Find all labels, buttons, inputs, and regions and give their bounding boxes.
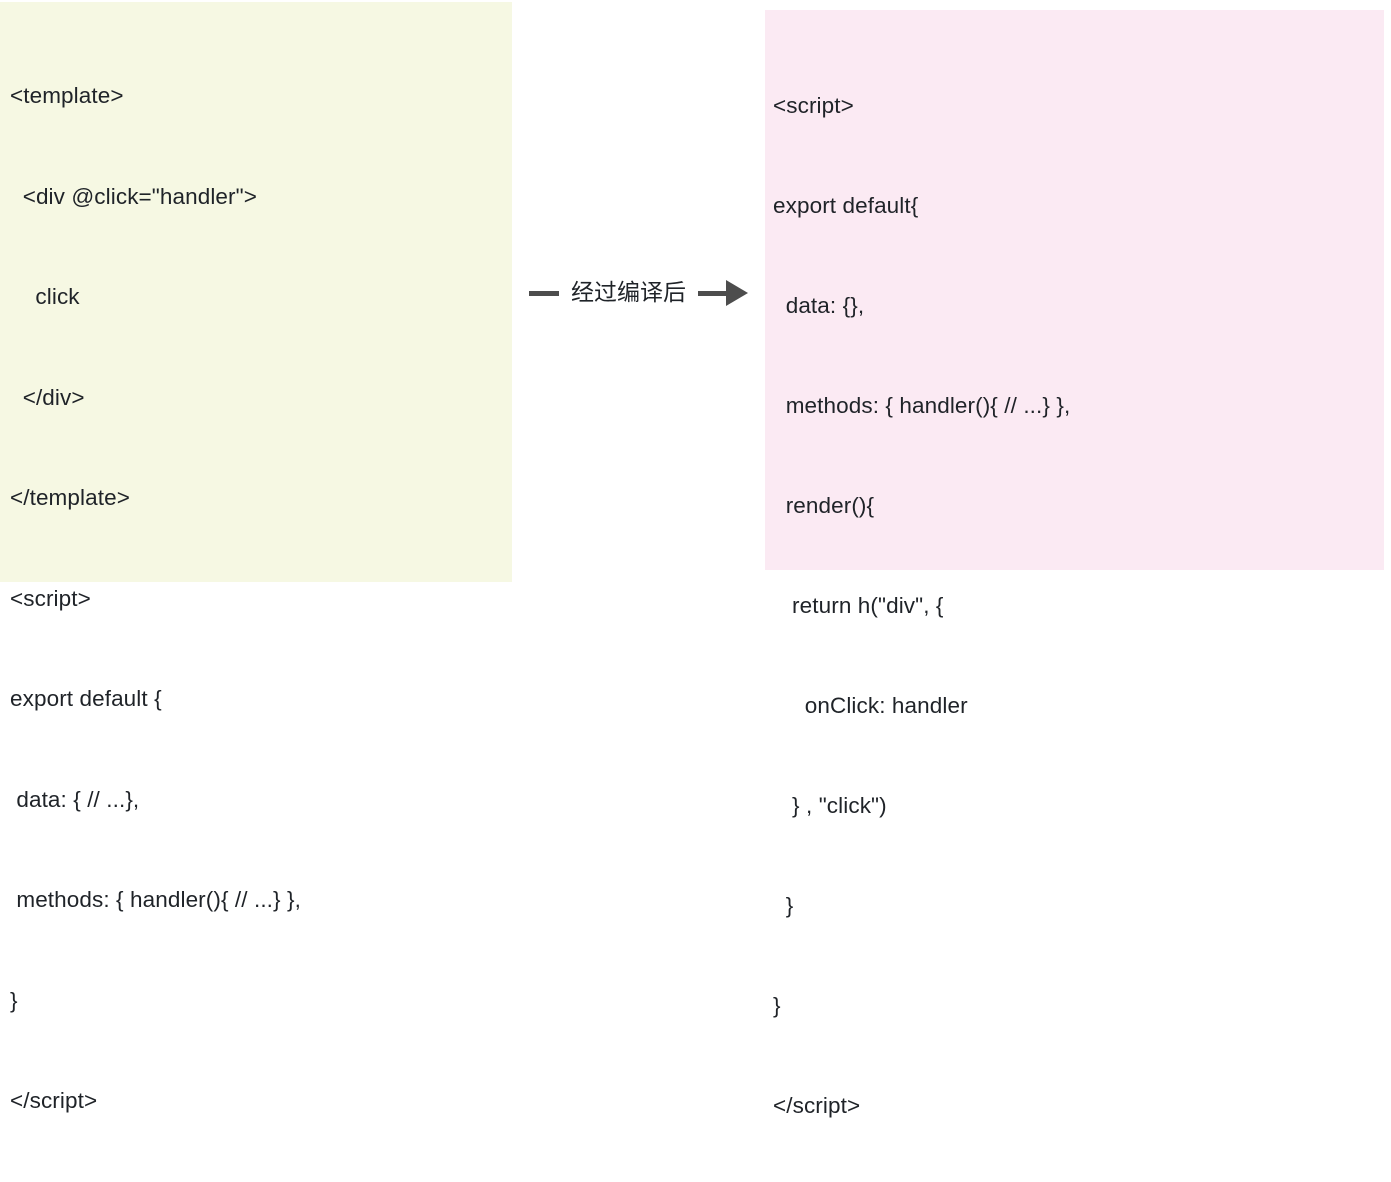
compiled-code-line: onClick: handler xyxy=(773,693,968,718)
compiled-code-line: </script> xyxy=(773,1093,861,1118)
compiled-code-line: export default{ xyxy=(773,193,919,218)
source-code-line: <template> xyxy=(10,83,124,108)
compiled-code-line: } xyxy=(773,893,794,918)
compiled-code-line: data: {}, xyxy=(773,293,865,318)
source-code-line: click xyxy=(10,284,80,309)
compilation-transition: 经过编译后 xyxy=(512,268,765,318)
compiled-code-panel: <script> export default{ data: {}, metho… xyxy=(765,10,1384,1118)
transition-label: 经过编译后 xyxy=(571,279,686,306)
arrow-head xyxy=(726,280,748,306)
source-code-line: <div @click="handler"> xyxy=(10,183,257,209)
source-code-line: data: { // ...}, xyxy=(10,786,140,812)
compiled-code-line: <script> xyxy=(773,93,854,118)
source-code-line: } xyxy=(10,987,18,1013)
source-code-line: <script> xyxy=(10,585,91,611)
source-code-line: methods: { handler(){ // ...} }, xyxy=(10,887,301,912)
source-code-line: </template> xyxy=(10,485,130,510)
compiled-code-line: render(){ xyxy=(773,493,875,518)
arrow-right-icon xyxy=(698,280,748,306)
compiled-code-line: methods: { handler(){ // ...} }, xyxy=(773,393,1071,418)
compiled-code-line: } xyxy=(773,993,781,1018)
diagram-canvas: <template> <div @click="handler"> click … xyxy=(0,2,1384,1118)
source-code-line: </script> xyxy=(10,1088,98,1113)
arrow-shaft xyxy=(698,290,726,296)
compiled-code-line: } , "click") xyxy=(773,793,887,818)
source-code-line: export default { xyxy=(10,686,162,711)
compiled-code-line: return h("div", { xyxy=(773,593,944,618)
dash-icon xyxy=(529,290,559,296)
source-code-line: </div> xyxy=(10,384,85,410)
source-code-panel: <template> <div @click="handler"> click … xyxy=(0,2,512,1113)
